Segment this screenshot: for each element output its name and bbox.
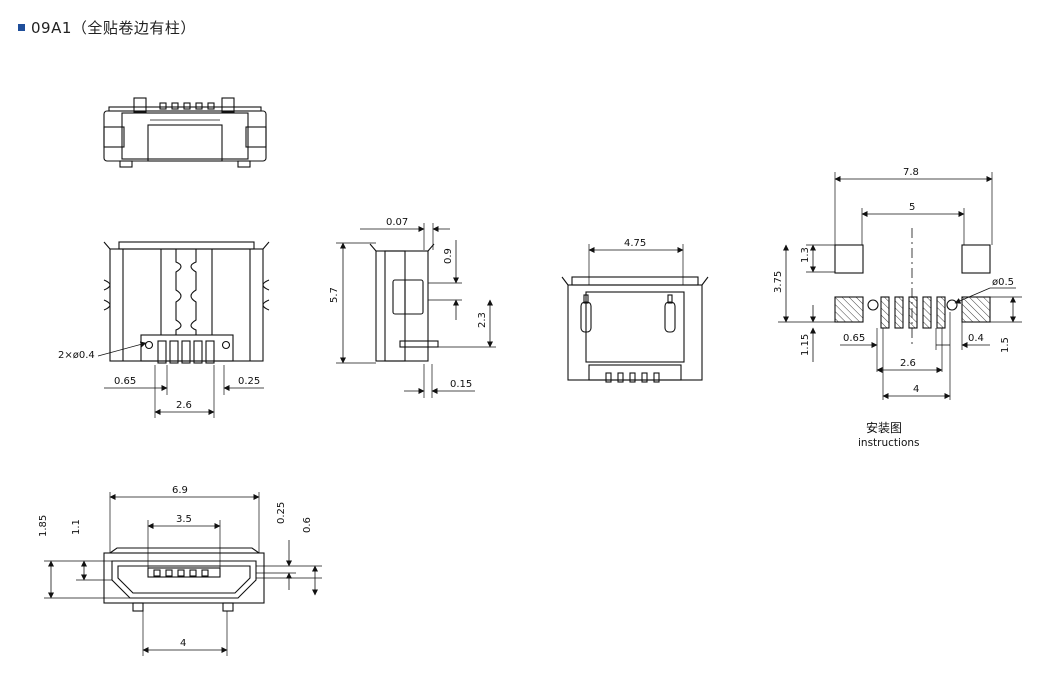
dim-label-fp-right: 0.4 — [968, 333, 984, 344]
dim-label-left: 0.65 — [114, 376, 136, 387]
page-title: 09A1（全贴卷边有柱） — [31, 18, 196, 37]
dim-label-fp-span: 4 — [913, 384, 919, 395]
dim-label-fp-pitch: 2.6 — [900, 358, 916, 369]
pcb-footprint: 7.8 5 1.3 3.75 1.15 0.65 0.4 2.6 4 — [773, 167, 1022, 449]
footprint-caption-cn: 安装图 — [866, 420, 902, 435]
dim-label-front-h3: 0.25 — [276, 502, 287, 524]
dim-label-pitch: 2.6 — [176, 400, 192, 411]
dim-label-fp-left: 0.65 — [843, 333, 865, 344]
dim-label-fp-h4: 1.5 — [1000, 337, 1011, 353]
dim-label-rear-width: 4.75 — [624, 238, 646, 249]
dim-label-fp-hole: ø0.5 — [992, 277, 1014, 288]
header: 09A1（全贴卷边有柱） — [18, 15, 196, 39]
dim-label-front-h4: 0.6 — [302, 517, 313, 533]
dim-label-side-top: 0.07 — [386, 217, 408, 228]
connector-top-view — [103, 97, 267, 168]
connector-front-view: 6.9 3.5 1.85 1.1 0.25 0.6 4 — [38, 485, 322, 656]
dim-label-right: 0.25 — [238, 376, 260, 387]
dim-label-side-bottom: 0.15 — [450, 379, 472, 390]
dim-label-holes: 2×ø0.4 — [58, 350, 95, 361]
connector-plan-view: 2×ø0.4 0.65 0.25 2.6 — [58, 241, 270, 418]
dim-label-front-opening: 3.5 — [176, 514, 192, 525]
footprint-caption-en: instructions — [858, 437, 920, 449]
dim-label-front-bottom: 4 — [180, 638, 186, 649]
dim-label-fp-total: 7.8 — [903, 167, 919, 178]
connector-side-view: 0.07 5.7 0.9 2.3 0.15 — [329, 217, 496, 398]
bullet-square-icon — [18, 23, 25, 31]
dim-label-fp-h1: 1.3 — [800, 247, 811, 263]
dim-label-fp-inner: 5 — [909, 202, 915, 213]
dim-label-front-h2: 1.1 — [71, 519, 82, 535]
dim-label-fp-h3: 1.15 — [800, 334, 811, 356]
dim-label-fp-h2: 3.75 — [773, 271, 784, 293]
dim-label-front-width: 6.9 — [172, 485, 188, 496]
dim-label-side-small: 0.9 — [443, 248, 454, 264]
dim-label-front-h1: 1.85 — [38, 515, 49, 537]
connector-rear-view: 4.75 — [561, 238, 709, 383]
dim-label-side-height: 5.7 — [329, 287, 340, 303]
dim-label-side-mid: 2.3 — [477, 312, 488, 328]
